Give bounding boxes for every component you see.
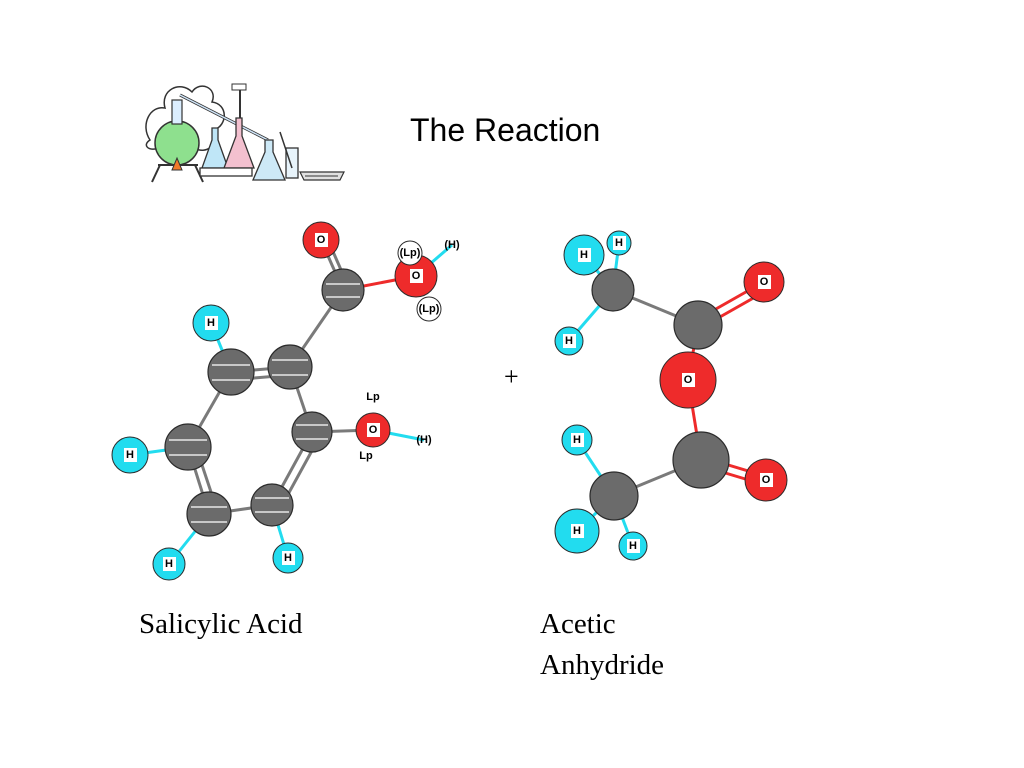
lone-pair xyxy=(397,240,423,266)
oxygen-label: O xyxy=(684,374,693,386)
oxygen-label: O xyxy=(412,270,421,282)
carbon-atom xyxy=(186,491,232,537)
hydrogen-label: H xyxy=(615,237,623,249)
lone-pair xyxy=(416,296,442,322)
oxygen-label: O xyxy=(762,474,771,486)
lone-pair-label: (Lp) xyxy=(419,303,440,315)
carbon-atom xyxy=(589,471,639,521)
carbon-atom xyxy=(207,348,255,396)
carbon-atom xyxy=(591,268,635,312)
lone-pair-label: (Lp) xyxy=(400,247,421,259)
carbon-atom xyxy=(321,268,365,312)
hydrogen-label: H xyxy=(165,558,173,570)
hydrogen-label: H xyxy=(565,335,573,347)
hydrogen-label: H xyxy=(207,317,215,329)
oxygen-label: O xyxy=(369,424,378,436)
ghost-hydrogen-label: (H) xyxy=(444,239,460,251)
carbon-atom xyxy=(673,300,723,350)
lone-pair-label: Lp xyxy=(359,450,373,462)
hydrogen-label: H xyxy=(573,525,581,537)
hydrogen-label: H xyxy=(580,249,588,261)
carbon-atom xyxy=(164,423,212,471)
hydrogen-label: H xyxy=(629,540,637,552)
carbon-atom xyxy=(250,483,294,527)
oxygen-label: O xyxy=(317,234,326,246)
slide-title: The Reaction xyxy=(410,112,601,148)
lone-pair-label: Lp xyxy=(366,391,380,403)
acetic-anhydride-caption-line1: Acetic xyxy=(540,608,616,640)
carbon-atom xyxy=(291,411,333,453)
acetic-anhydride-caption-line2: Anhydride xyxy=(540,649,665,681)
carbon-atom xyxy=(672,431,730,489)
plus-sign: + xyxy=(504,362,519,391)
salicylic-acid-caption: Salicylic Acid xyxy=(139,608,303,640)
oxygen-label: O xyxy=(760,276,769,288)
acetic-anhydride-caption: Acetic Anhydride xyxy=(540,604,664,686)
carbon-atom xyxy=(267,344,313,390)
hydrogen-label: H xyxy=(126,449,134,461)
ghost-hydrogen-label: (H) xyxy=(416,434,432,446)
hydrogen-label: H xyxy=(284,552,292,564)
hydrogen-label: H xyxy=(573,434,581,446)
